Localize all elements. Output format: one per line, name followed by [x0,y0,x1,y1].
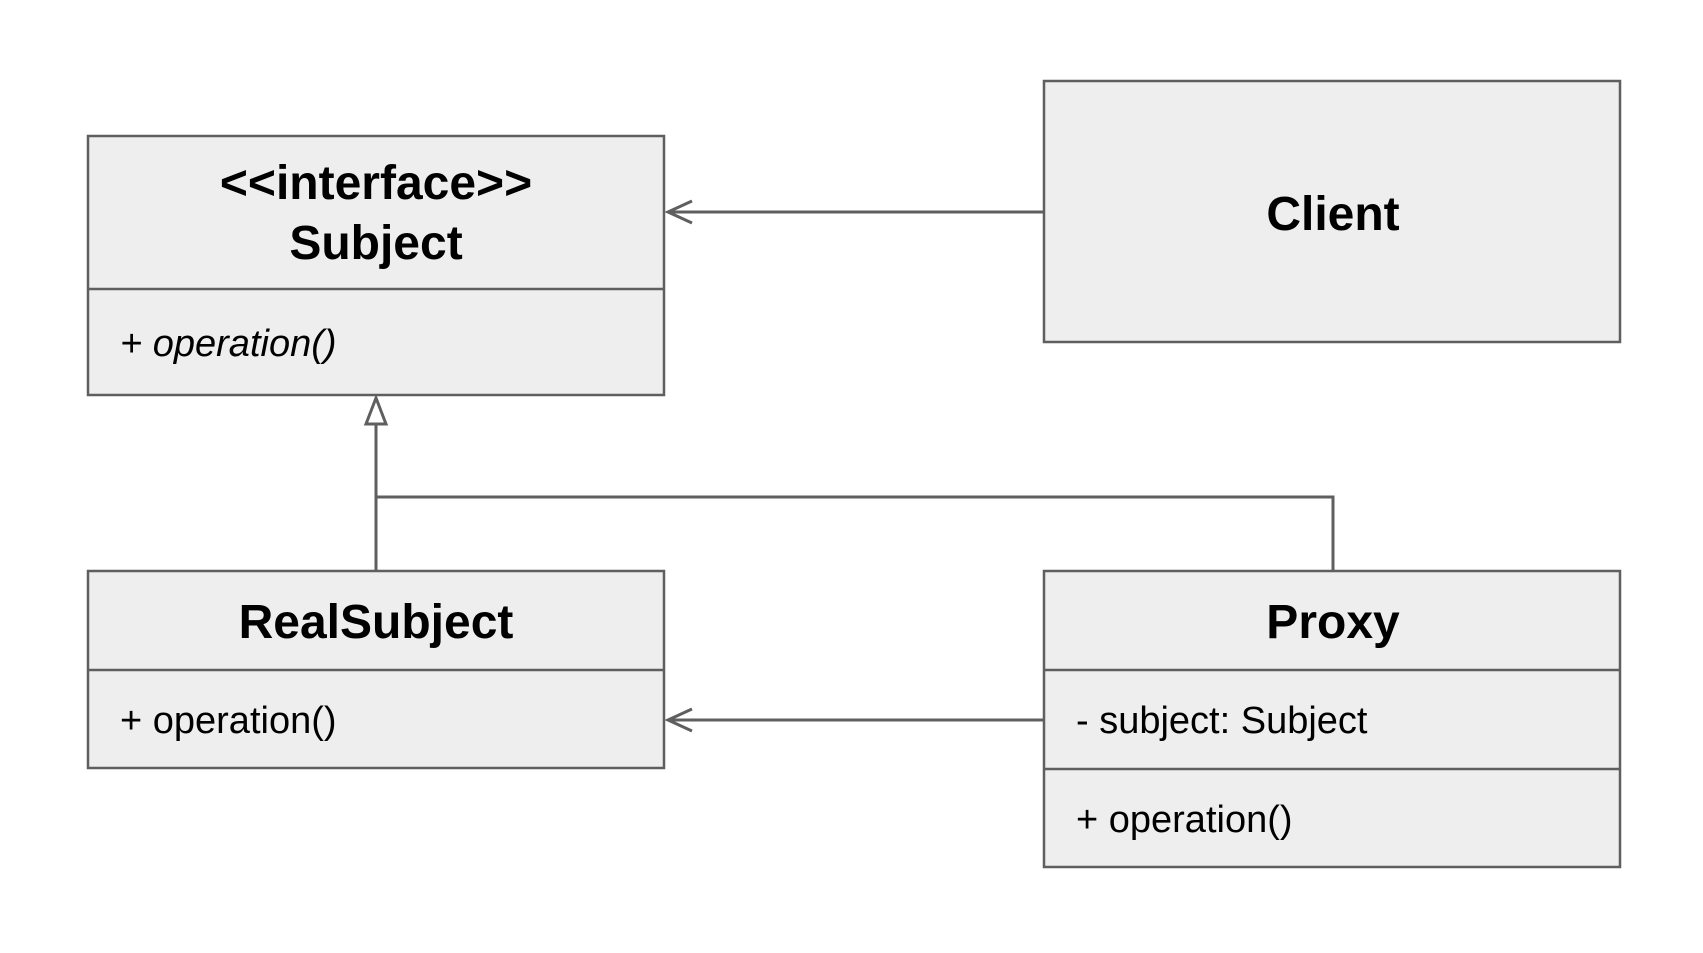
realization-hollow-arrowhead [363,393,389,426]
proxy-box-frame [1042,569,1622,869]
client-class-box[interactable]: Client [1042,79,1622,344]
realsubject-operation: + operation() [120,700,337,742]
realsubject-class-box[interactable]: RealSubject + operation() [86,569,666,770]
proxy-class-box[interactable]: Proxy - subject: Subject + operation() [1042,569,1622,869]
subject-class-name: Subject [289,217,462,270]
proxy-class-name: Proxy [1266,596,1400,649]
subject-box-frame [86,134,666,397]
subject-interface-box[interactable]: <<interface>> Subject + operation() [86,134,666,397]
connectors [363,199,1335,733]
client-box-frame [1042,79,1622,344]
subject-operation: + operation() [120,323,337,365]
client-to-subject-arrowhead [664,199,693,225]
proxy-operation: + operation() [1076,799,1293,841]
proxy-attribute: - subject: Subject [1076,700,1368,742]
subject-stereotype: <<interface>> [220,157,532,210]
client-class-name: Client [1266,188,1399,241]
proxy-realization-line [376,495,1335,570]
realsubject-class-name: RealSubject [239,596,514,649]
proxy-to-realsubject-arrowhead [664,707,693,733]
